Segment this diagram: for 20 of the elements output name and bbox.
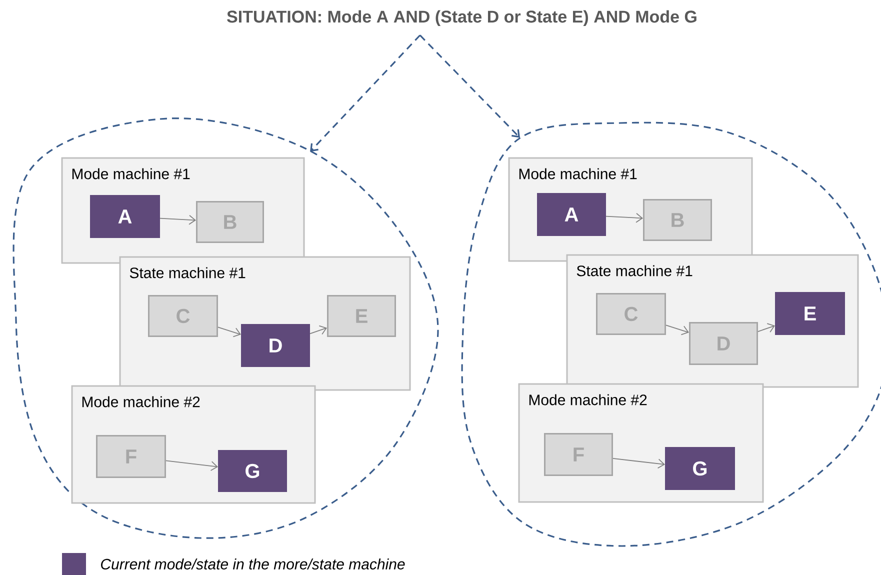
current-state-box: G (665, 447, 735, 490)
arrow (612, 458, 665, 469)
arrow (160, 214, 196, 225)
arrow (218, 326, 241, 338)
dashed-loop (461, 122, 881, 547)
current-state-box: A (537, 193, 606, 236)
arrow (310, 325, 327, 335)
current-state-box: E (775, 292, 845, 335)
arrow (419, 34, 520, 138)
dashed-loop (12, 118, 439, 539)
arrow (310, 34, 421, 152)
title: SITUATION: Mode A AND (State D or State E) AND Mode G (227, 10, 696, 26)
arrow (166, 460, 218, 471)
arrow (666, 324, 689, 336)
legend-text: Current mode/state in the more/state machine (101, 558, 405, 570)
arrow (758, 323, 775, 333)
current-state-box: A (90, 195, 160, 238)
current-state-box: D (241, 324, 310, 367)
arrow (606, 212, 643, 223)
current-state-box: G (218, 450, 287, 492)
